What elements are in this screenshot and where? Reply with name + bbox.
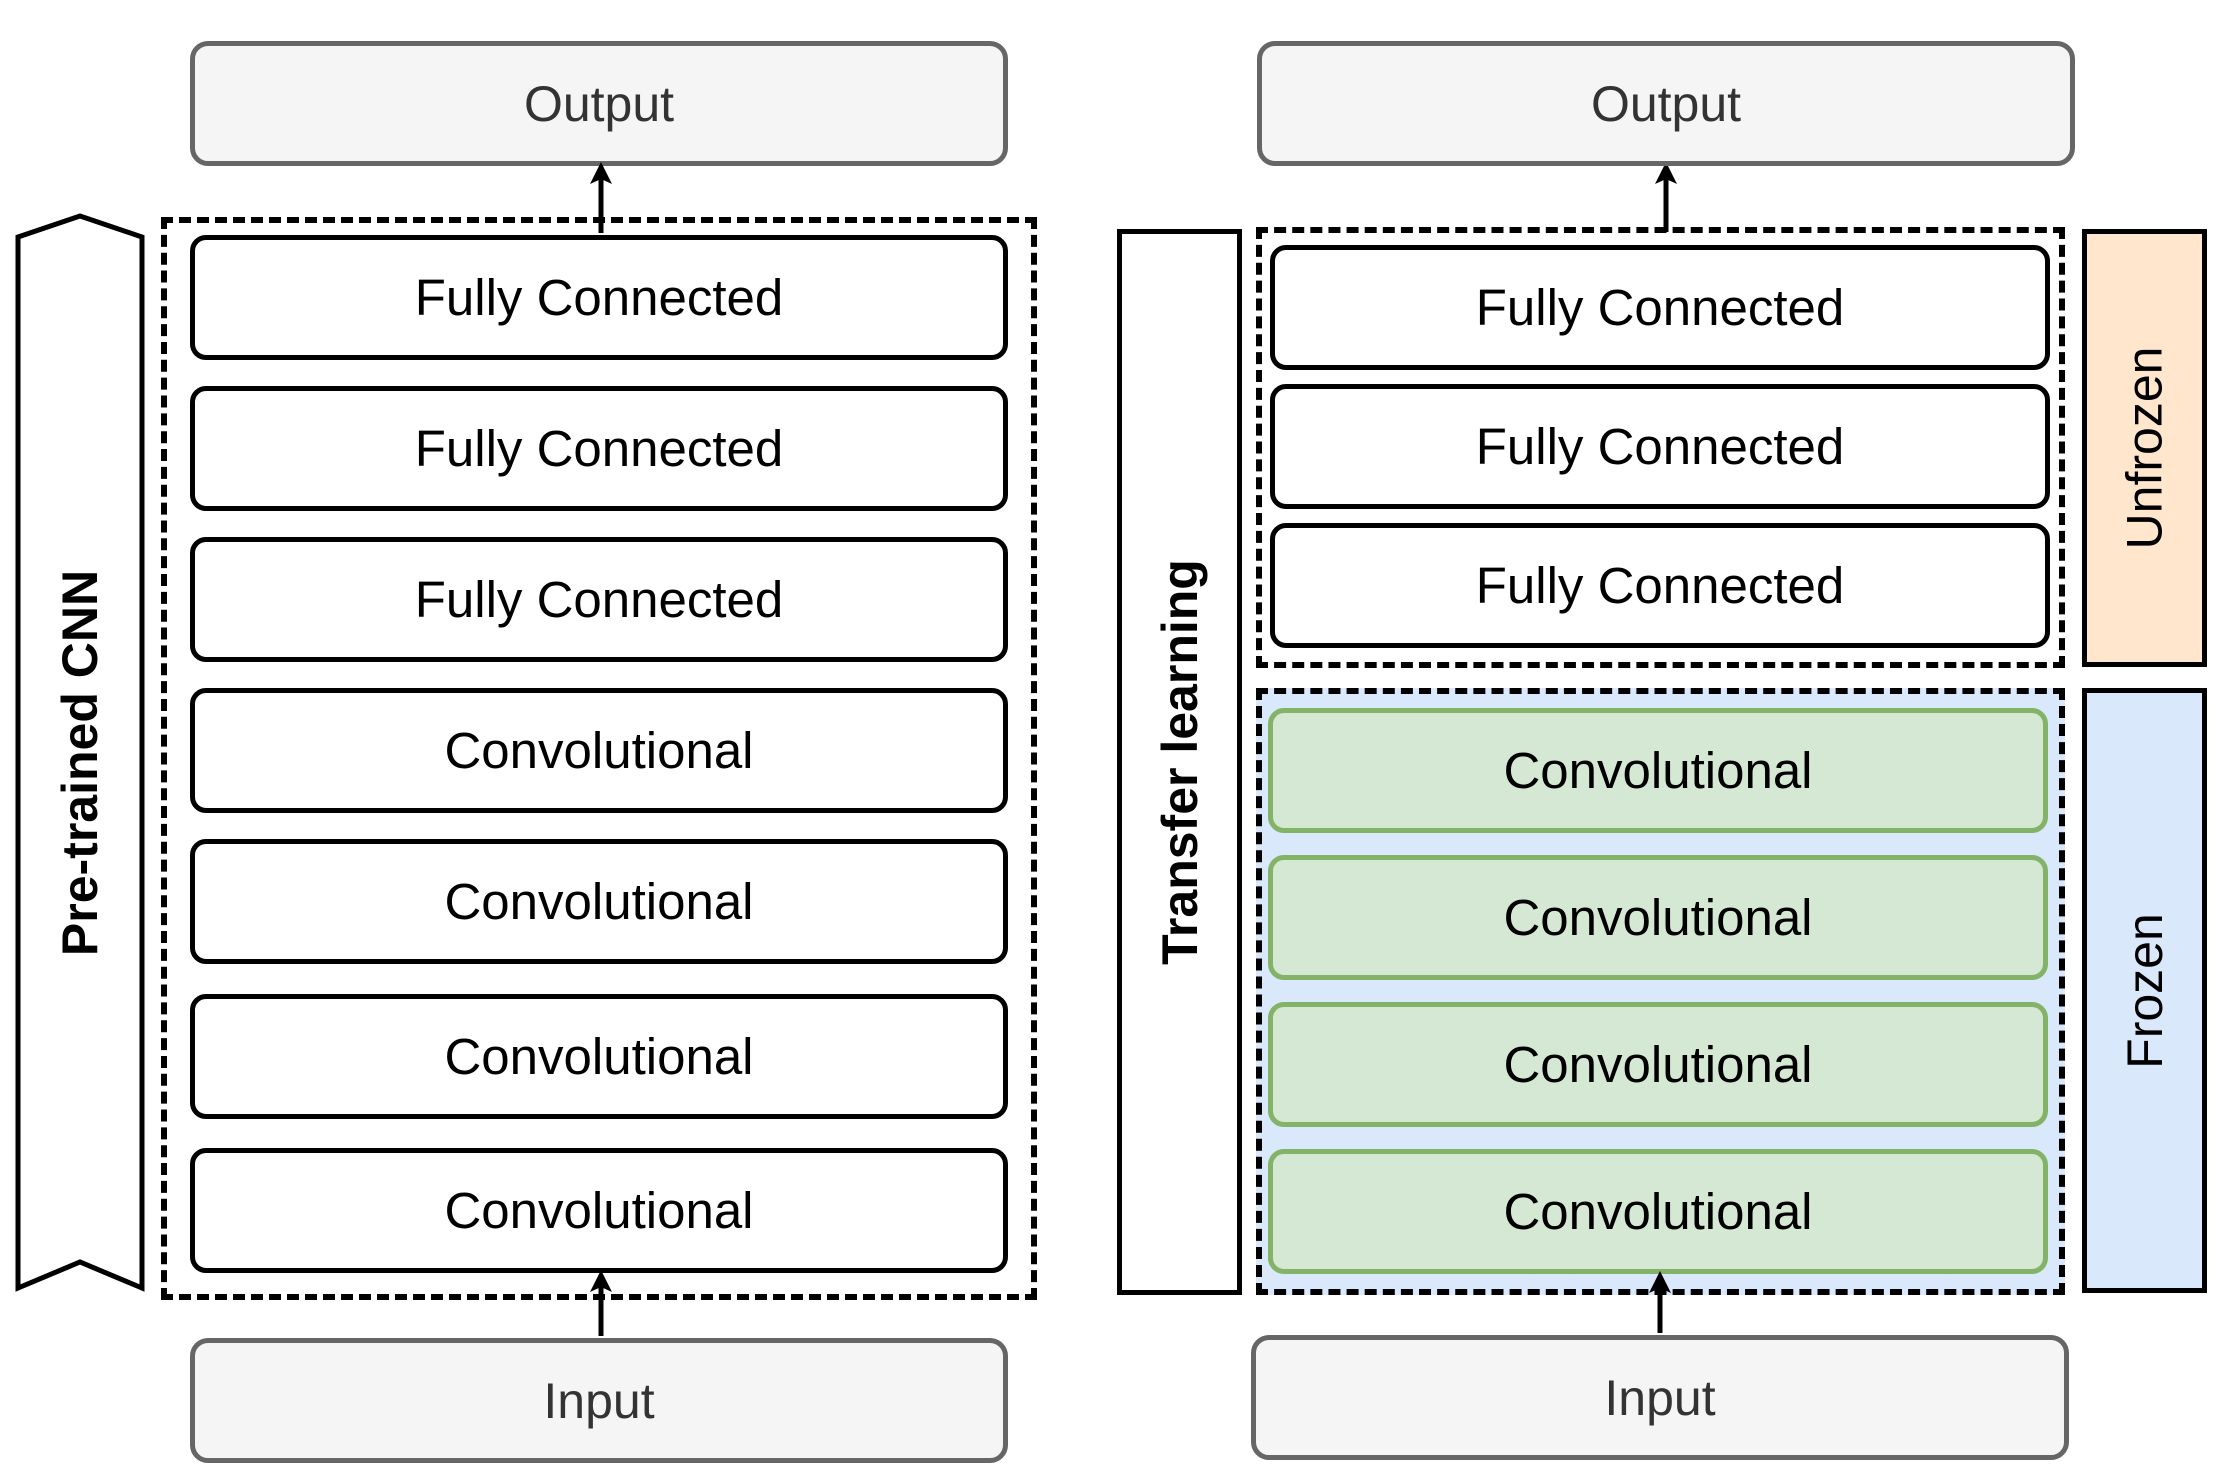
- left-arrow-head-output: [590, 162, 612, 184]
- right-arrow-head-input: [1649, 1271, 1671, 1293]
- left-arrow-head-input: [590, 1270, 612, 1292]
- right-layer-fully-connected-3: Fully Connected: [1270, 523, 2050, 648]
- layer-label: Fully Connected: [414, 420, 784, 477]
- right-input-label: Input: [1604, 1369, 1716, 1426]
- right-layer-convolutional-1: Convolutional: [1268, 708, 2048, 833]
- transfer-learning-box: [1117, 229, 1242, 1295]
- layer-label: Convolutional: [444, 1028, 754, 1085]
- frozen-tag: Frozen: [2082, 688, 2207, 1293]
- left-layer-fully-connected-3: Fully Connected: [190, 537, 1008, 662]
- layer-label: Convolutional: [1503, 1036, 1813, 1093]
- layer-label: Fully Connected: [1475, 557, 1845, 614]
- left-output-label: Output: [523, 75, 675, 132]
- layer-label: Fully Connected: [414, 269, 784, 326]
- right-input-box: Input: [1251, 1335, 2069, 1460]
- unfrozen-region: [1256, 227, 2065, 668]
- right-output-label: Output: [1590, 75, 1742, 132]
- left-layer-convolutional-2: Convolutional: [190, 839, 1008, 964]
- left-layer-fully-connected-1: Fully Connected: [190, 235, 1008, 360]
- layer-label: Convolutional: [444, 1182, 754, 1239]
- left-output-box: Output: [190, 41, 1008, 166]
- layer-label: Convolutional: [1503, 1183, 1813, 1240]
- layer-label: Convolutional: [1503, 742, 1813, 799]
- right-layer-fully-connected-2: Fully Connected: [1270, 384, 2050, 509]
- right-layer-convolutional-4: Convolutional: [1268, 1149, 2048, 1274]
- right-output-box: Output: [1257, 41, 2075, 166]
- left-layer-convolutional-1: Convolutional: [190, 688, 1008, 813]
- unfrozen-tag: Unfrozen: [2082, 229, 2207, 667]
- layer-label: Convolutional: [444, 873, 754, 930]
- left-input-box: Input: [190, 1338, 1008, 1463]
- right-layer-fully-connected-1: Fully Connected: [1270, 245, 2050, 370]
- left-layer-fully-connected-2: Fully Connected: [190, 386, 1008, 511]
- layer-label: Fully Connected: [414, 571, 784, 628]
- right-layer-convolutional-2: Convolutional: [1268, 855, 2048, 980]
- right-layer-convolutional-3: Convolutional: [1268, 1002, 2048, 1127]
- left-input-label: Input: [543, 1372, 655, 1429]
- layer-label: Convolutional: [1503, 889, 1813, 946]
- layer-label: Fully Connected: [1475, 279, 1845, 336]
- layer-label: Convolutional: [444, 722, 754, 779]
- layer-label: Fully Connected: [1475, 418, 1845, 475]
- right-arrow-head-output: [1655, 162, 1677, 184]
- pretrained-cnn-banner: [15, 213, 145, 1292]
- left-layer-convolutional-3: Convolutional: [190, 994, 1008, 1119]
- left-layer-convolutional-4: Convolutional: [190, 1148, 1008, 1273]
